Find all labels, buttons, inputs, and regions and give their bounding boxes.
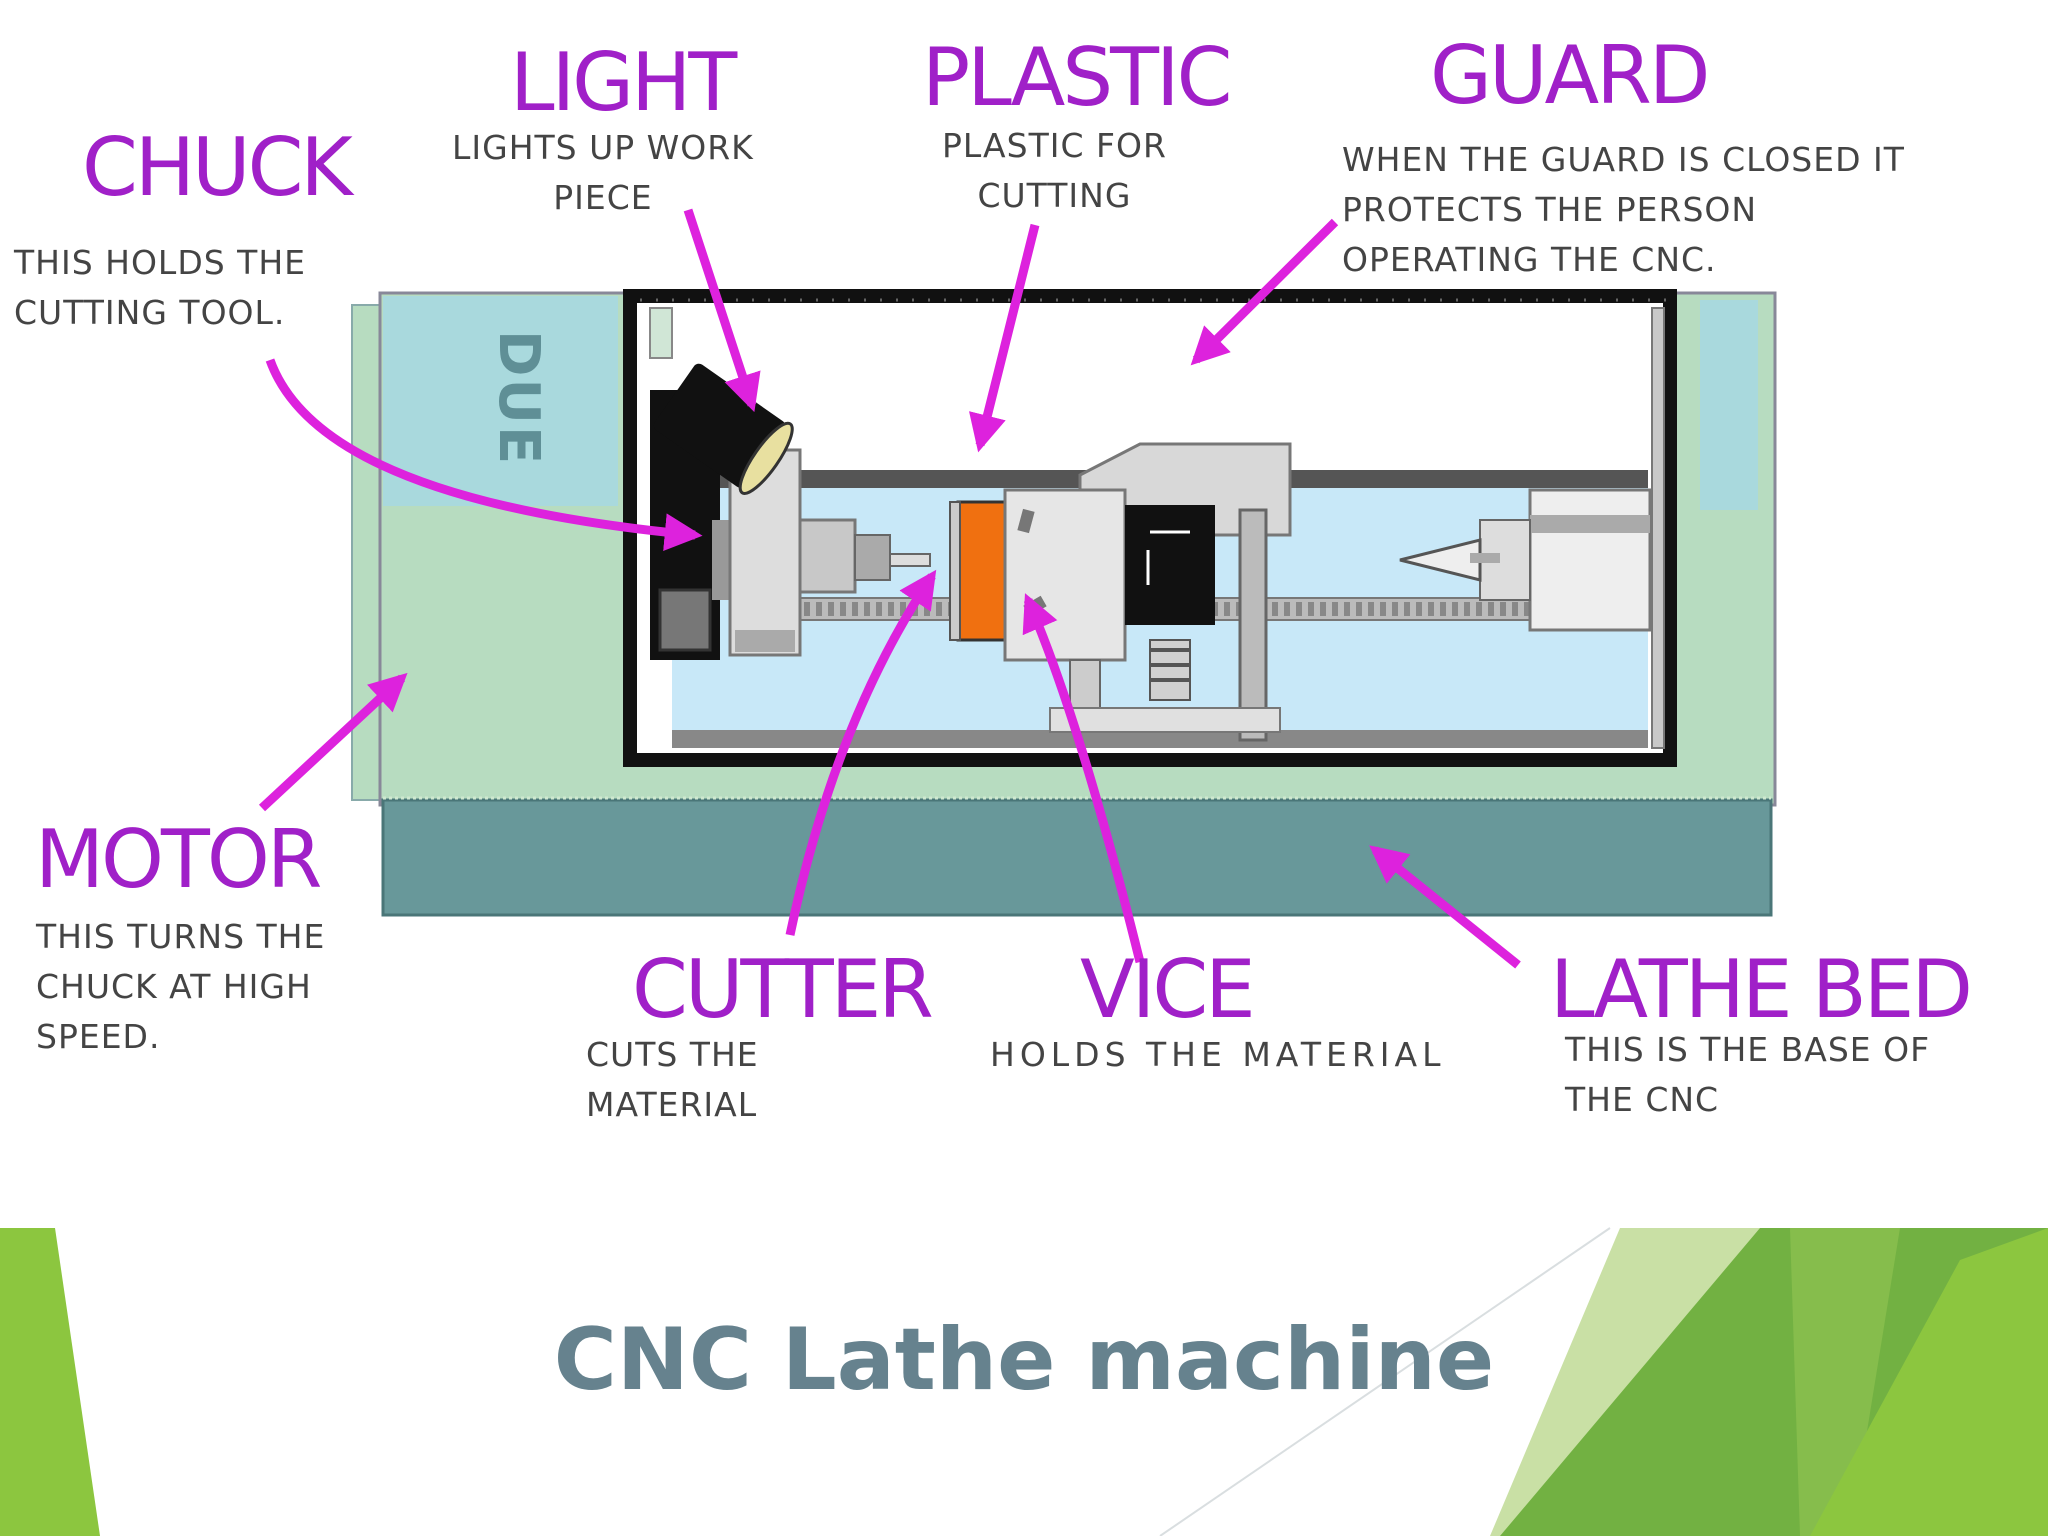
pointer-arrows	[258, 208, 1521, 969]
label-title: LIGHT	[510, 36, 737, 129]
label-light-desc: LIGHTS UP WORK PIECE	[452, 123, 754, 223]
slide-decoration	[0, 1227, 2048, 1536]
desc-line: CUTTING TOOL.	[14, 293, 286, 332]
desc-line: THIS TURNS THE	[36, 917, 326, 956]
arrow-plastic	[968, 223, 1040, 453]
label-title: LATHE BED	[1550, 943, 1973, 1036]
label-motor: MOTOR	[35, 813, 322, 906]
desc-line: LIGHTS UP WORK	[452, 128, 754, 167]
desc-line: CUTS THE	[586, 1035, 759, 1074]
label-lathe-bed: LATHE BED	[1550, 943, 1973, 1036]
label-lathe-bed-desc: THIS IS THE BASE OF THE CNC	[1565, 1025, 1930, 1125]
label-chuck: CHUCK	[82, 121, 353, 214]
label-plastic-desc: PLASTIC FOR CUTTING	[942, 121, 1167, 221]
label-chuck-desc: THIS HOLDS THE CUTTING TOOL.	[14, 238, 306, 338]
label-title: GUARD	[1430, 29, 1710, 122]
machine-brand: DUE	[486, 330, 551, 466]
label-vice: VICE	[1080, 943, 1256, 1036]
label-light: LIGHT	[510, 36, 737, 129]
desc-line: PLASTIC FOR	[942, 126, 1167, 165]
desc-line: THIS HOLDS THE	[14, 243, 306, 282]
desc-line: CUTTING	[977, 176, 1132, 215]
arrow-cutter	[785, 569, 937, 936]
arrow-vice	[1022, 593, 1145, 964]
label-title: CUTTER	[632, 943, 934, 1036]
label-cutter: CUTTER	[632, 943, 934, 1036]
desc-line: HOLDS THE MATERIAL	[990, 1035, 1446, 1074]
arrow-motor	[258, 672, 408, 812]
label-guard: GUARD	[1430, 29, 1710, 122]
label-motor-desc: THIS TURNS THE CHUCK AT HIGH SPEED.	[36, 912, 325, 1062]
label-guard-desc: WHEN THE GUARD IS CLOSED IT PROTECTS THE…	[1342, 135, 1905, 285]
cnc-machine-illustration: DUE	[351, 289, 1777, 917]
desc-line: PIECE	[553, 178, 653, 217]
desc-line: MATERIAL	[586, 1085, 758, 1124]
label-cutter-desc: CUTS THE MATERIAL	[586, 1030, 759, 1130]
slide-title: CNC Lathe machine	[553, 1310, 1495, 1410]
arrow-lathe-bed	[1369, 845, 1521, 969]
desc-line: OPERATING THE CNC.	[1342, 240, 1717, 279]
label-title: VICE	[1080, 943, 1256, 1036]
label-title: PLASTIC	[922, 31, 1232, 124]
desc-line: THE CNC	[1565, 1080, 1720, 1119]
desc-line: SPEED.	[36, 1017, 161, 1056]
label-title: CHUCK	[82, 121, 353, 214]
arrow-light	[683, 208, 761, 413]
arrow-chuck	[265, 358, 703, 552]
label-title: MOTOR	[35, 813, 322, 906]
label-plastic: PLASTIC	[922, 31, 1232, 124]
desc-line: PROTECTS THE PERSON	[1342, 190, 1758, 229]
arrow-guard	[1190, 218, 1339, 366]
desc-line: THIS IS THE BASE OF	[1565, 1030, 1931, 1069]
label-vice-desc: HOLDS THE MATERIAL	[990, 1030, 1445, 1080]
lathe-bed	[381, 798, 1773, 917]
desc-line: WHEN THE GUARD IS CLOSED IT	[1342, 140, 1905, 179]
desc-line: CHUCK AT HIGH	[36, 967, 312, 1006]
